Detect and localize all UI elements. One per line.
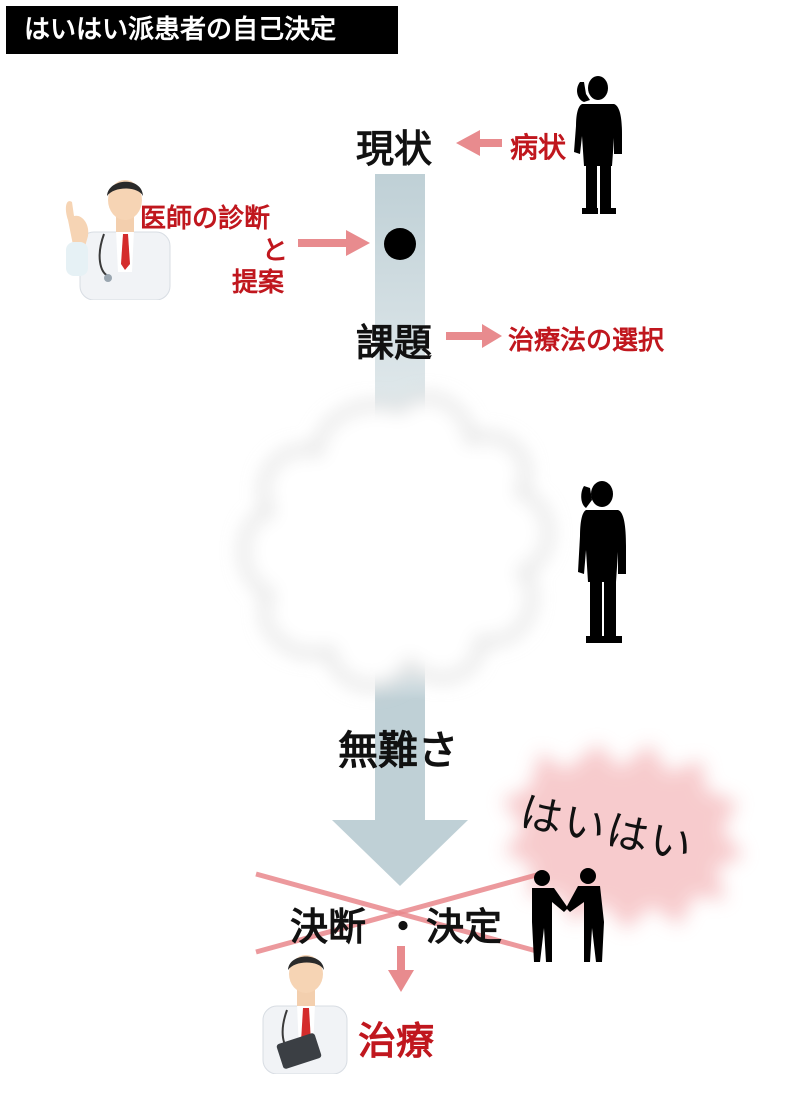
diagnosis-arrow [298,230,370,256]
doctor-icon [65,180,171,300]
issue-arrow [446,324,502,348]
cross-out-line-2 [255,871,541,955]
diagnosis-label-line3: 提案 [232,268,285,298]
treatment-label: 治療 [358,1018,435,1063]
thinking-man-silhouette-icon [574,76,622,214]
treatment-arrow [388,946,414,992]
diagnosis-label-line2: と [262,236,289,266]
handshake-silhouette-icon [532,868,604,962]
diagnosis-label-line1: 医師の診断 [140,204,271,234]
speech-burst-icon [502,744,744,930]
symptom-arrow [456,130,502,156]
issue-label: 課題 [356,321,433,365]
treatment-choice-label: 治療法の選択 [508,326,665,356]
current-state-label: 現状 [356,127,433,171]
decision-dot [384,228,416,260]
innocuous-label: 無難さ [338,728,458,774]
phone-man-silhouette-icon [578,481,626,643]
separator-dot: ・ [384,905,423,949]
judgment-label: 決断 [290,905,367,949]
flow-arrow-head [332,820,468,886]
blurred-cloud-icon [240,394,552,689]
symptom-label: 病状 [510,131,567,164]
decision-label: 決定 [426,905,503,949]
page-title: はいはい派患者の自己決定 [6,6,398,54]
doctor-icon [262,955,348,1074]
